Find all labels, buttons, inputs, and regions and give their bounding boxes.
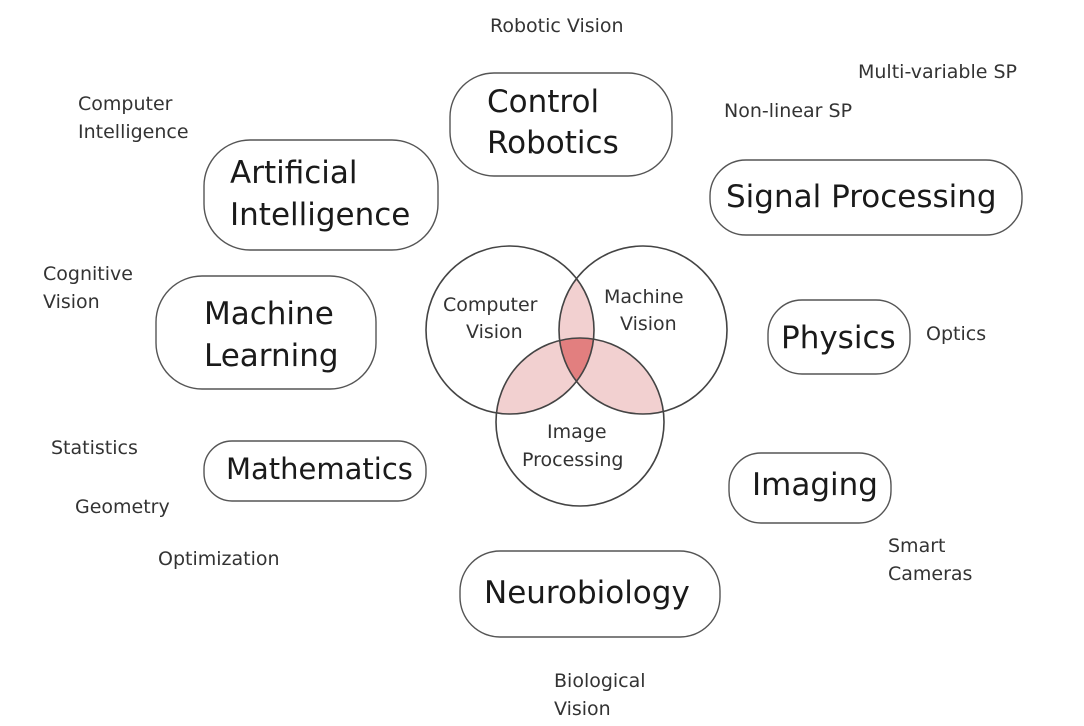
field-machine-learning: Machine Learning — [155, 275, 377, 390]
subfield-statistics: Statistics — [51, 437, 138, 459]
field-physics-label: Physics — [781, 320, 896, 356]
subfield-multi-variable-sp: Multi-variable SP — [858, 61, 1017, 83]
circle-machine-vision — [558, 245, 728, 415]
field-neurobiology-label: Neurobiology — [484, 575, 690, 611]
subfield-robotic-vision: Robotic Vision — [490, 15, 624, 37]
subfield-biological-vision-line2: Vision — [554, 698, 611, 720]
field-signal-processing: Signal Processing — [709, 159, 1023, 236]
circle-image-processing — [495, 337, 665, 507]
subfield-smart-cameras-line1: Smart — [888, 535, 945, 557]
venn-image-processing-line1: Image — [547, 421, 607, 443]
field-imaging-label: Imaging — [752, 467, 878, 503]
venn-diagram: Computer Vision Machine Vision Image Pro… — [425, 245, 728, 507]
field-control-robotics-line1: Control — [487, 84, 599, 120]
venn-image-processing-line2: Processing — [522, 449, 623, 471]
field-machine-learning-line2: Learning — [204, 338, 339, 374]
field-mathematics-label: Mathematics — [226, 452, 413, 486]
field-control-robotics: Control Robotics — [449, 72, 673, 177]
field-control-robotics-line2: Robotics — [487, 125, 619, 161]
subfield-smart-cameras-line2: Cameras — [888, 563, 972, 585]
subfield-biological-vision-line1: Biological — [554, 670, 646, 692]
field-artificial-intelligence-line2: Intelligence — [230, 197, 410, 233]
field-machine-learning-line1: Machine — [204, 296, 334, 332]
venn-computer-vision-line1: Computer — [443, 294, 538, 316]
field-neurobiology: Neurobiology — [459, 550, 721, 638]
field-mathematics: Mathematics — [203, 440, 427, 502]
subfield-computer-intelligence-line2: Intelligence — [78, 121, 189, 143]
subfield-geometry: Geometry — [75, 496, 170, 518]
overlap-computer-vision-image-processing — [496, 338, 594, 414]
subfield-optimization: Optimization — [158, 548, 280, 570]
venn-machine-vision-line1: Machine — [604, 286, 684, 308]
subfield-optics: Optics — [926, 323, 986, 345]
subfield-cognitive-vision-line1: Cognitive — [43, 263, 133, 285]
field-signal-processing-label: Signal Processing — [726, 179, 997, 215]
overlap-machine-vision-image-processing — [559, 338, 664, 414]
field-imaging: Imaging — [728, 452, 892, 524]
field-physics: Physics — [767, 299, 911, 375]
circle-computer-vision — [425, 245, 595, 415]
subfield-computer-intelligence-line1: Computer — [78, 93, 173, 115]
venn-machine-vision-line2: Vision — [620, 313, 677, 335]
field-artificial-intelligence-line1: Artificial — [230, 155, 358, 191]
subfield-non-linear-sp: Non-linear SP — [724, 100, 852, 122]
venn-computer-vision-line2: Vision — [466, 321, 523, 343]
subfield-cognitive-vision-line2: Vision — [43, 291, 100, 313]
field-artificial-intelligence: Artificial Intelligence — [203, 139, 439, 251]
